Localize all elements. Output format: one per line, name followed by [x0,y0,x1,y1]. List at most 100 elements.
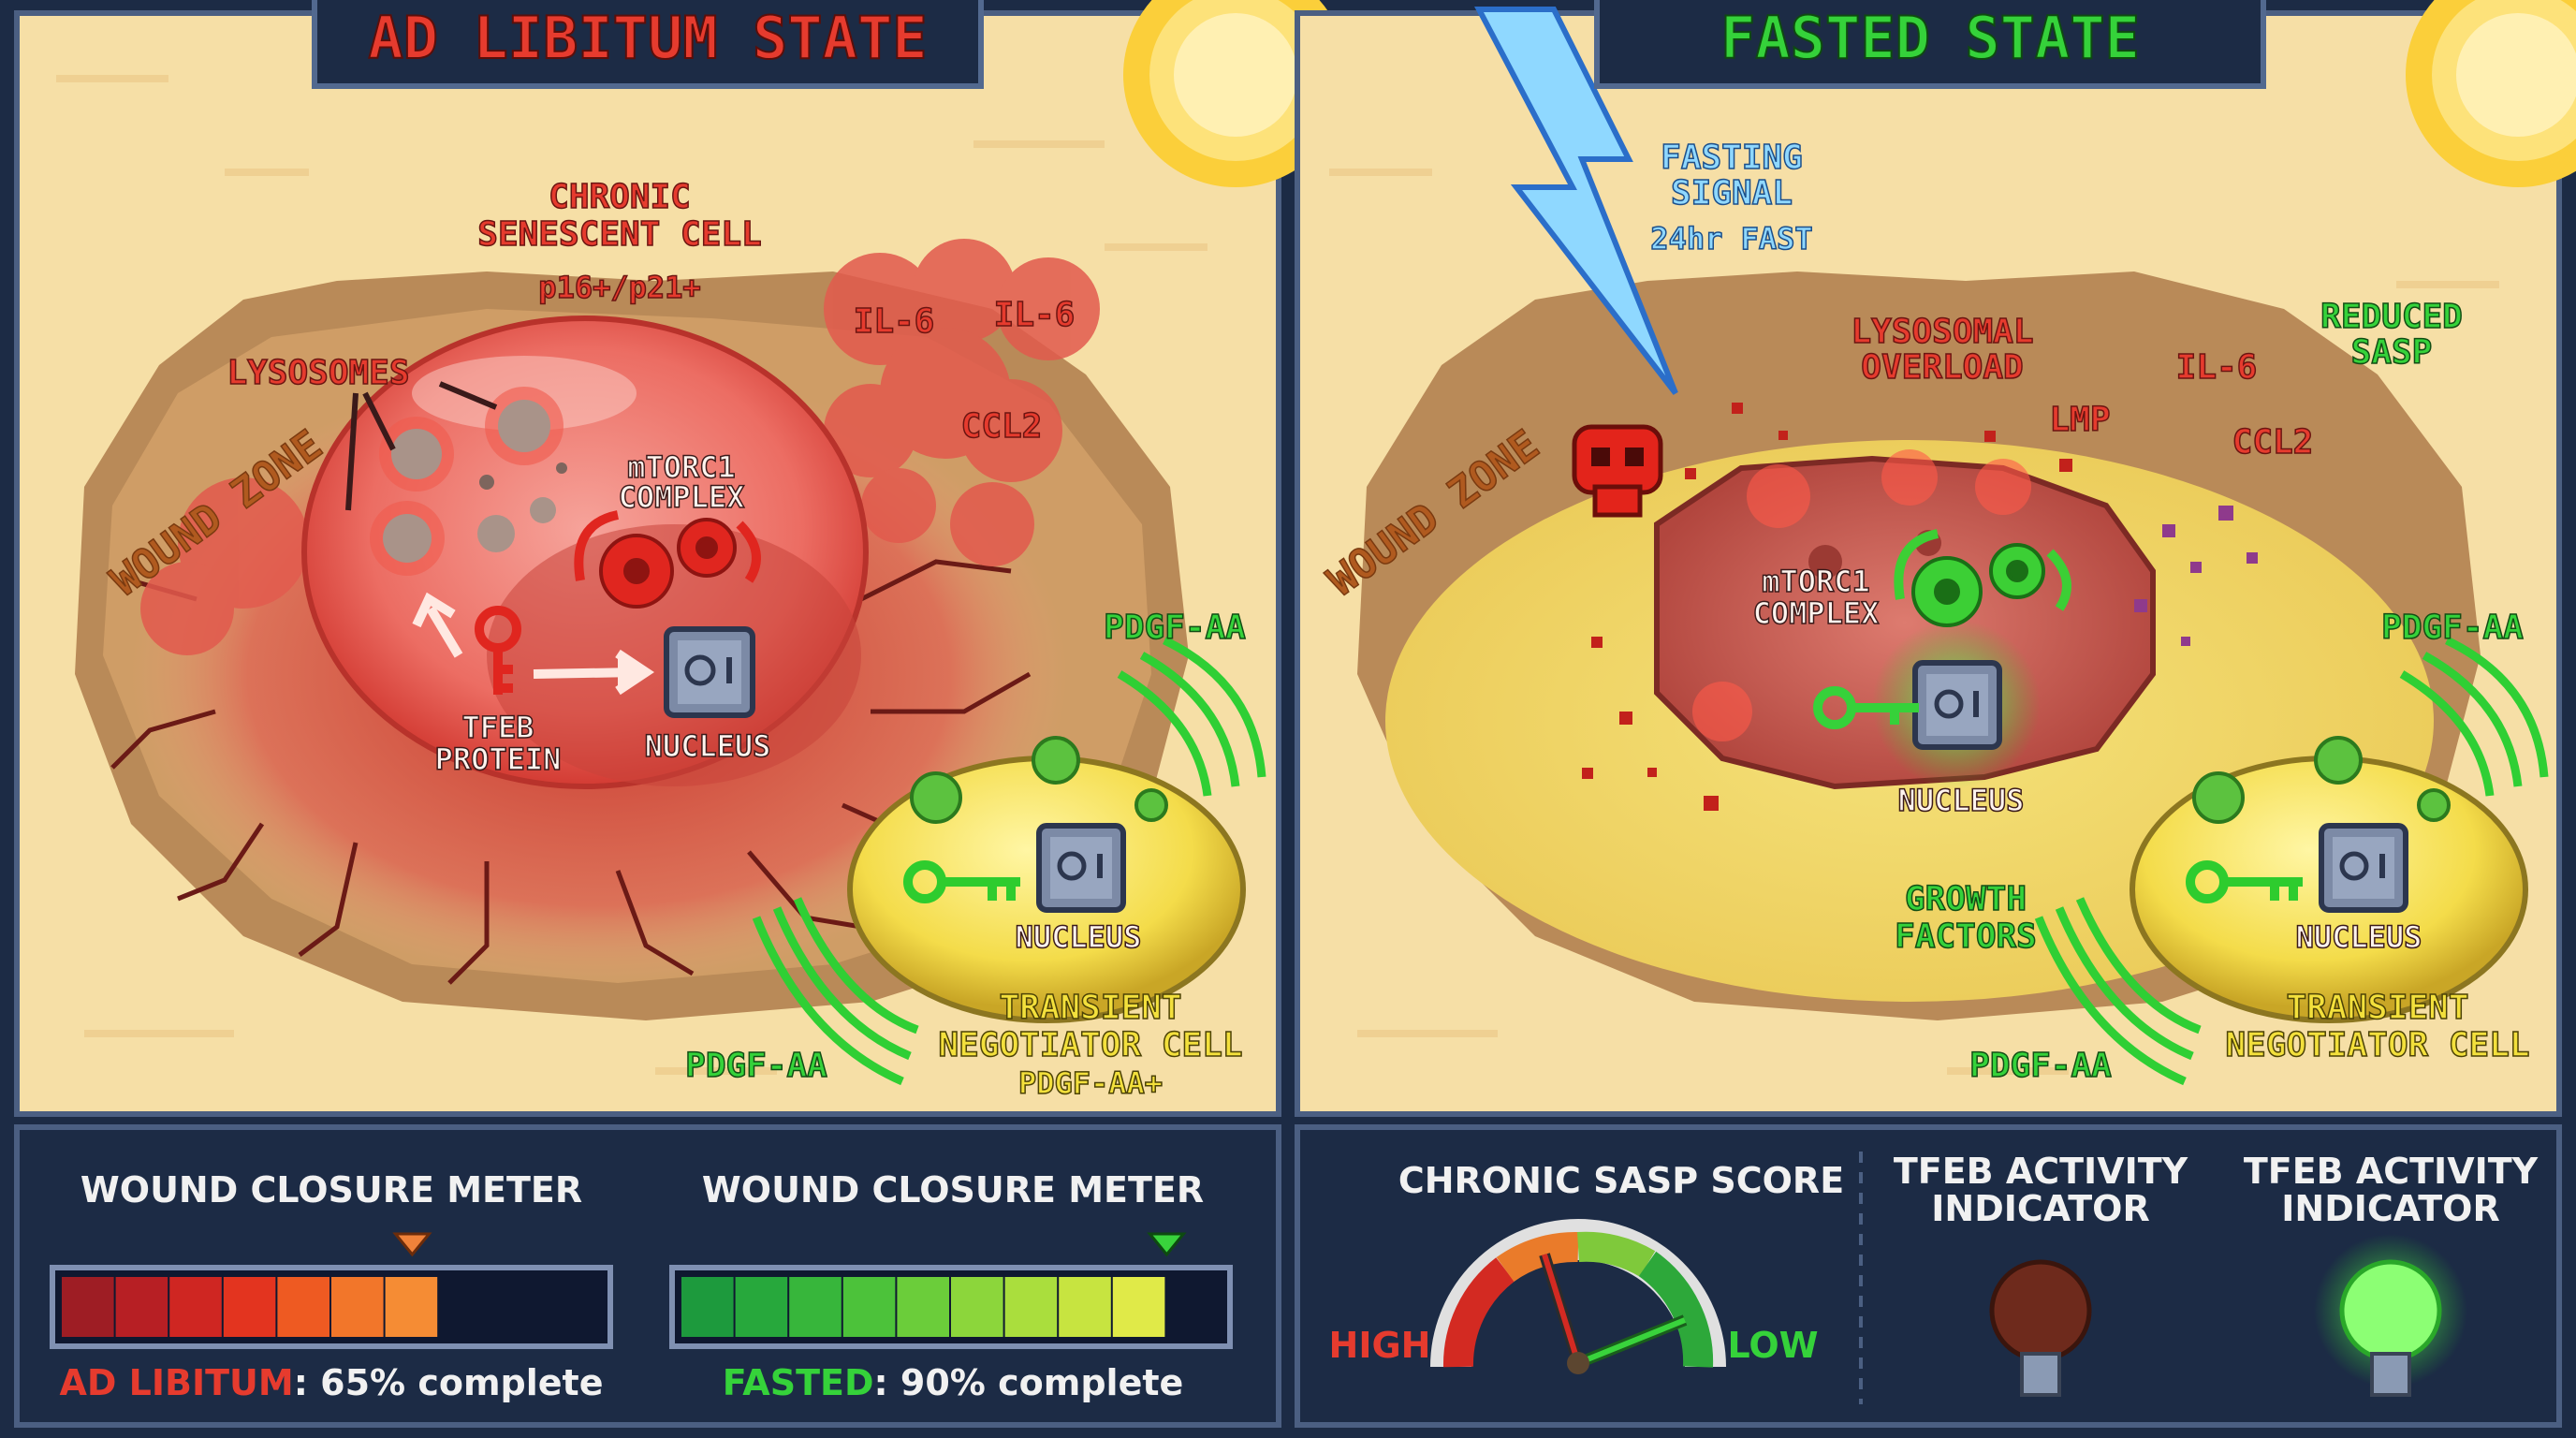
mtorc1-label-line1: mTORC1 [627,449,736,485]
meter-segment [1059,1277,1111,1337]
lysosome-pointers [345,381,498,511]
sun-icon-right [2406,0,2576,187]
fasting-signal-line1: FASTING [1661,139,1803,177]
lysosomes [370,387,567,576]
negotiator-label-line1: TRANSIENT [999,989,1181,1027]
meter1-caption: AD LIBITUM: 65% complete [59,1362,603,1403]
meter2-marker-icon [1147,1232,1187,1257]
pdgf-signal-waves [752,636,1266,1086]
panel-title: AD LIBITUM STATE [368,4,927,72]
cell-label-line1: CHRONIC [549,178,691,216]
fasting-signal-line3: 24hr FAST [1650,221,1812,257]
pdgf-label-bottom: PDGF-AA [685,1047,827,1085]
nucleus-label: NUCLEUS [645,728,771,764]
meter-segment [897,1277,949,1337]
negotiator-label-line3: PDGF-AA+ [1018,1065,1163,1101]
gauge-low-label: LOW [1727,1325,1818,1366]
meter2-suffix: : 90% complete [874,1362,1184,1403]
meter-segment [735,1277,788,1337]
ccl2-label-right: CCL2 [2232,423,2314,462]
meter-segment [331,1277,384,1337]
mtorc1-label-right-line2: COMPLEX [1753,595,1880,631]
sasp-gauge [1430,1219,1726,1374]
il6-label-right: IL-6 [2176,348,2258,387]
meter-segment [1004,1277,1058,1337]
meter-segment [223,1277,276,1337]
tfeb1-line1: TFEB ACTIVITY [1894,1151,2188,1192]
green-key-icon [903,860,1020,903]
tfeb1-line2: INDICATOR [1931,1188,2149,1229]
panel-title-right: FASTED STATE [1720,4,2140,72]
overload-label-line2: OVERLOAD [1861,348,2023,387]
cell-debris [1582,403,2072,811]
meter-segment [842,1277,896,1337]
negotiator-label-line2: NEGOTIATOR CELL [938,1026,1242,1064]
left-panel: AD LIBITUM STATE WOUND ZONE CHRONIC SENE… [14,0,1348,1117]
meter-segment [62,1277,114,1337]
pdgf-label-top-right: PDGF-AA [2381,609,2524,647]
nucleus-label-right: NUCLEUS [1898,783,2025,818]
cytokine-ccl2: CCL2 [961,407,1043,446]
negotiator-right-line2: NEGOTIATOR CELL [2225,1026,2529,1064]
lmp-label: LMP [2049,401,2110,439]
mtorc1-label-line2: COMPLEX [619,479,745,515]
wound-closure-meter-fasted [669,1232,1233,1349]
nucleus-safe-icon [664,626,755,718]
sun-icon [1123,0,1348,187]
overload-label-line1: LYSOSOMAL [1851,313,2033,351]
growth-factors-line2: FACTORS [1895,917,2037,956]
meter-segment [385,1277,438,1337]
meter2-label: WOUND CLOSURE METER [702,1169,1204,1211]
reduced-sasp-line2: SASP [2351,333,2433,372]
negotiator-cell-right [2130,736,2528,1023]
cytokine-il6-a: IL-6 [854,302,935,341]
right-panel: FASTED STATE WOUND ZONE FASTING SIGNAL 2… [1295,0,2576,1117]
meter-segment [277,1277,329,1337]
tfeb-label-line2: PROTEIN [435,741,562,777]
meter2-caption: FASTED: 90% complete [723,1362,1184,1403]
fasting-lightning-icon [1474,7,1678,395]
lightbulb-off-icon [1989,1259,2092,1397]
growth-factors-line1: GROWTH [1905,880,2027,918]
mtorc1-label-right-line1: mTORC1 [1762,564,1870,599]
skull-icon [1572,424,1663,518]
meter-segment [115,1277,168,1337]
cytokine-il6-b: IL-6 [994,296,1076,334]
tfeb-label-line1: TFEB [461,710,534,745]
lysosomes-label: LYSOSOMES [227,354,409,392]
meter-segment [169,1277,222,1337]
meter-segment [1112,1277,1165,1337]
hud-left: WOUND CLOSURE METER AD LIBITUM: 65% comp… [14,1124,1281,1428]
meter1-marker-icon [392,1232,432,1257]
cytokine-cloud [140,239,1100,655]
reduced-sasp-line1: REDUCED [2320,298,2463,336]
negotiator-right-line1: TRANSIENT [2286,989,2468,1027]
nucleus-glowing-icon [1813,620,2041,788]
cell-markers: p16+/p21+ [538,270,700,305]
meter2-prefix: FASTED [723,1362,874,1403]
wound-closure-meter-ad-libitum [50,1232,613,1349]
sasp-label: CHRONIC SASP SCORE [1398,1160,1844,1201]
meter1-prefix: AD LIBITUM [59,1362,293,1403]
negotiator-nucleus-label: NUCLEUS [1016,919,1142,955]
gauge-high-label: HIGH [1329,1325,1431,1366]
hud-right: CHRONIC SASP SCORE HIGH LOW TFEB ACTIVIT… [1295,1124,2562,1428]
pdgf-label-bottom-right: PDGF-AA [1969,1047,2112,1085]
meter1-suffix: : 65% complete [294,1362,604,1403]
meter1-label: WOUND CLOSURE METER [80,1169,582,1211]
mtorc1-gears-green [1894,529,2071,627]
meter-segment [789,1277,842,1337]
pdgf-signal-waves-right [2034,636,2549,1086]
meter-segment [681,1277,734,1337]
pdgf-label-top: PDGF-AA [1104,609,1246,647]
negotiator-cell [847,736,1246,1023]
tfeb2-line1: TFEB ACTIVITY [2244,1151,2539,1192]
mtorc1-gears [574,510,761,609]
cell-label-line2: SENESCENT CELL [477,215,761,254]
lightbulb-on-icon [2314,1234,2467,1397]
title-banner: AD LIBITUM STATE [312,0,984,89]
tfeb2-line2: INDICATOR [2281,1188,2499,1229]
meter-segment [951,1277,1003,1337]
